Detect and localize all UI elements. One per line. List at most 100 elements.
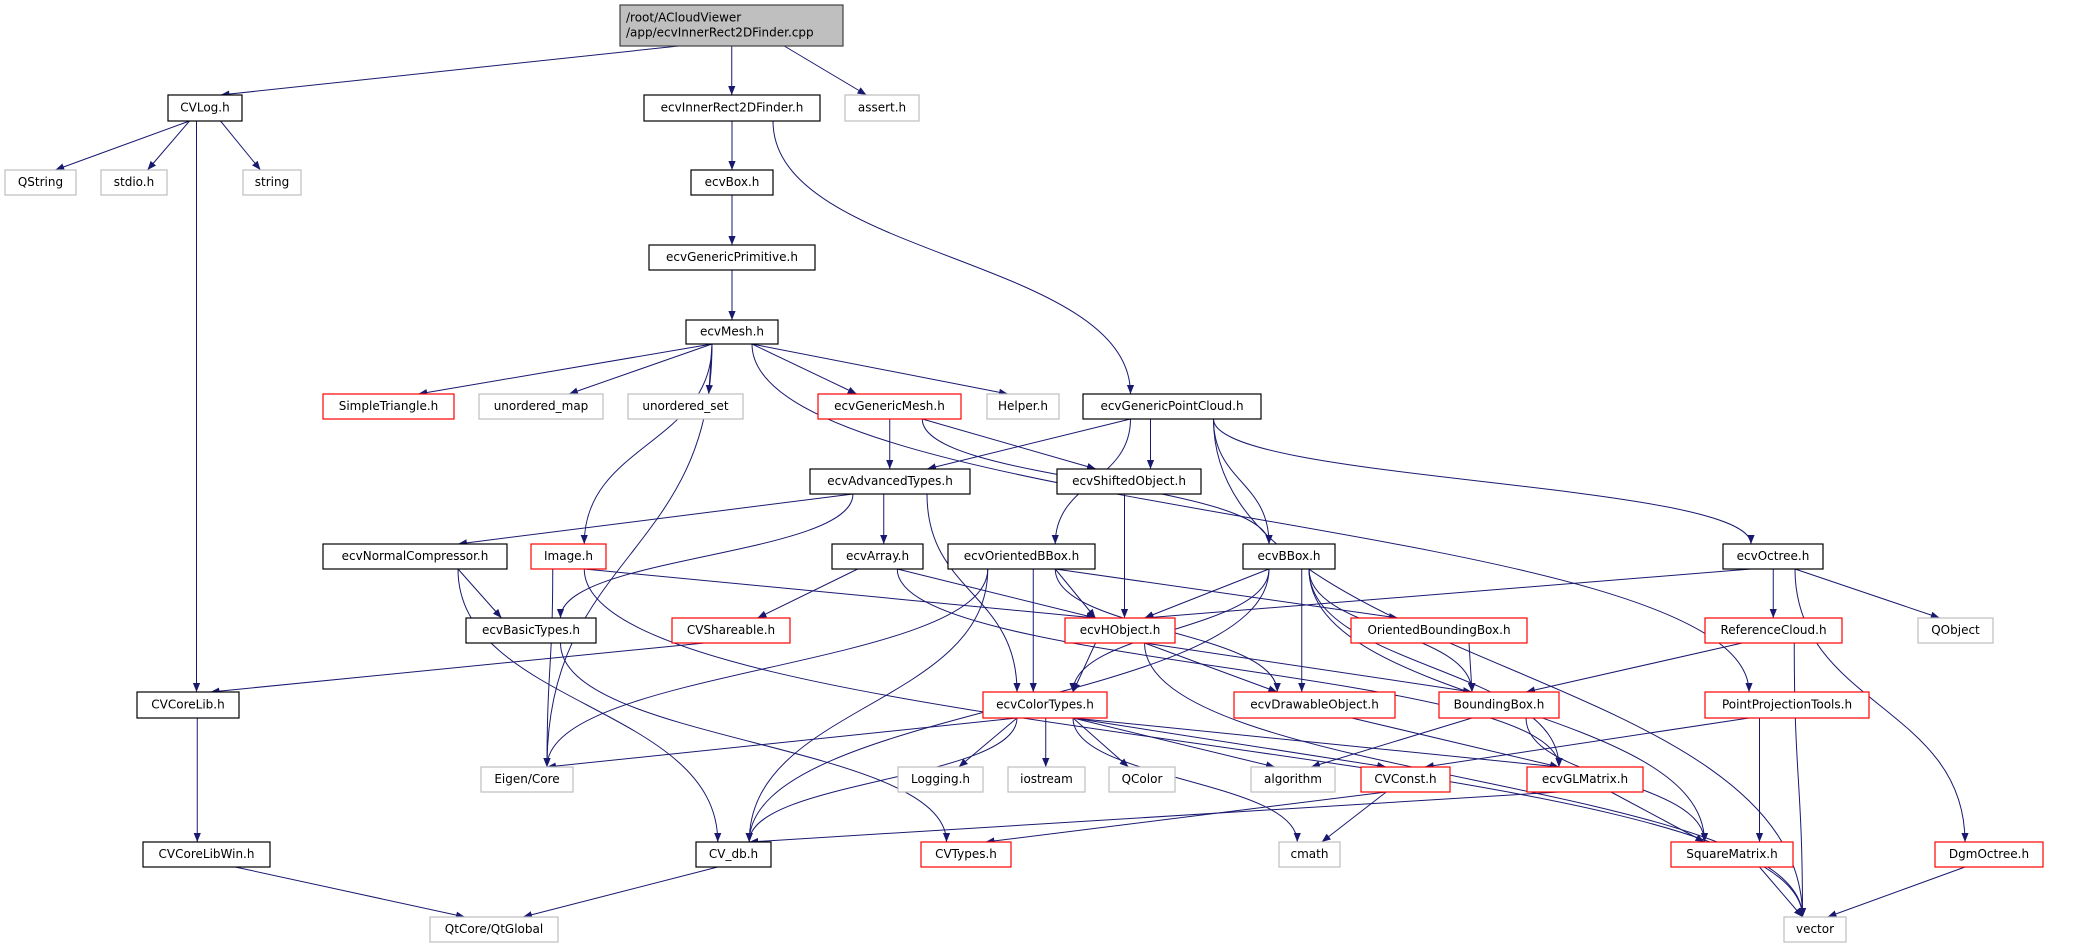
edge-ecvOrientedBBox-to-ecvHObject — [1054, 568, 1096, 619]
edge-ecvHObject-to-ecvColorTypes — [1072, 642, 1096, 693]
node-box — [831, 543, 924, 570]
edge-CVConst-to-CVTypes — [985, 791, 1387, 845]
node-label: CVTypes.h — [935, 847, 997, 861]
edge-ecvColorTypes-to-cmath — [1072, 717, 1301, 843]
node-box — [1934, 841, 2044, 868]
node-CVConst[interactable]: CVConst.h — [1360, 766, 1451, 793]
node-box — [690, 169, 774, 196]
edge-CVLog-to-string — [220, 120, 261, 171]
edge-ReferenceCloud-to-vector — [1793, 642, 1807, 918]
node-ecvInnerRect2DFinder[interactable]: ecvInnerRect2DFinder.h — [643, 94, 821, 122]
node-label: CV_db.h — [709, 847, 758, 861]
node-label: string — [255, 175, 289, 189]
node-root[interactable]: /root/ACloudViewer/app/ecvInnerRect2DFin… — [619, 4, 844, 47]
node-label: QtCore/QtGlobal — [445, 922, 543, 936]
node-label: SquareMatrix.h — [1686, 847, 1777, 861]
edge-CVCoreLibWin-to-QtGlobal — [235, 866, 466, 919]
node-label: unordered_set — [642, 399, 729, 413]
node-ecvOctree[interactable]: ecvOctree.h — [1722, 543, 1824, 570]
node-label: ecvDrawableObject.h — [1250, 698, 1379, 712]
node-box — [817, 393, 962, 420]
node-label: BoundingBox.h — [1454, 698, 1545, 712]
node-label: SimpleTriangle.h — [339, 399, 439, 413]
edge-ecvGenericMesh-to-ecvShiftedObject — [922, 418, 1097, 470]
node-Image[interactable]: Image.h — [530, 543, 607, 570]
node-label: ecvColorTypes.h — [996, 698, 1094, 712]
node-CVTypes[interactable]: CVTypes.h — [920, 841, 1012, 868]
node-box — [167, 94, 243, 122]
node-box — [322, 393, 455, 420]
edge-ecvColorTypes-to-Logging — [958, 717, 1018, 768]
edge-ecvAdvancedTypes-to-ecvColorTypes — [926, 493, 1021, 693]
edge-ecvMesh-to-EigenCore — [543, 343, 713, 768]
node-ecvAdvancedTypes[interactable]: ecvAdvancedTypes.h — [809, 468, 971, 495]
node-SquareMatrix[interactable]: SquareMatrix.h — [1670, 841, 1794, 868]
node-box — [1056, 468, 1202, 495]
node-label: ecvBBox.h — [1257, 549, 1320, 563]
node-ecvMesh[interactable]: ecvMesh.h — [685, 319, 779, 345]
node-ecvArray[interactable]: ecvArray.h — [831, 543, 924, 570]
edge-Image-to-ecvHObject — [584, 568, 1096, 621]
node-ReferenceCloud[interactable]: ReferenceCloud.h — [1704, 617, 1843, 644]
node-ecvGenericMesh[interactable]: ecvGenericMesh.h — [817, 393, 962, 420]
node-stdio: stdio.h — [100, 169, 168, 196]
node-label: CVShareable.h — [687, 623, 775, 637]
node-algorithm: algorithm — [1250, 766, 1336, 793]
node-box — [1670, 841, 1794, 868]
node-box — [643, 94, 821, 122]
node-ecvHObject[interactable]: ecvHObject.h — [1064, 617, 1176, 644]
node-box — [897, 766, 984, 793]
node-box — [671, 617, 791, 644]
node-unordered_set: unordered_set — [627, 393, 744, 420]
node-box — [844, 94, 920, 122]
node-box — [136, 691, 240, 719]
node-ecvBox[interactable]: ecvBox.h — [690, 169, 774, 196]
node-QObject: QObject — [1917, 617, 1994, 644]
node-ecvBasicTypes[interactable]: ecvBasicTypes.h — [465, 617, 597, 644]
node-PointProjectionTools[interactable]: PointProjectionTools.h — [1704, 691, 1870, 719]
edge-ecvGenericPointCloud-to-ecvOctree — [1213, 418, 1755, 545]
node-label: vector — [1796, 922, 1834, 936]
node-ecvBBox[interactable]: ecvBBox.h — [1242, 543, 1336, 570]
node-CVCoreLib[interactable]: CVCoreLib.h — [136, 691, 240, 719]
node-label: cmath — [1291, 847, 1329, 861]
node-BoundingBox[interactable]: BoundingBox.h — [1438, 691, 1560, 719]
edge-ecvColorTypes-to-CVConst — [1072, 717, 1387, 770]
node-ecvGenericPrimitive[interactable]: ecvGenericPrimitive.h — [648, 244, 816, 271]
edge-Image-to-EigenCore — [543, 568, 554, 768]
node-label: QString — [18, 175, 63, 189]
node-box — [1350, 617, 1528, 644]
node-SimpleTriangle[interactable]: SimpleTriangle.h — [322, 393, 455, 420]
edge-ecvOctree-to-QObject — [1794, 568, 1940, 619]
node-label: CVConst.h — [1374, 772, 1436, 786]
edge-ecvOrientedBBox-to-CV_db — [745, 568, 989, 843]
node-CVLog[interactable]: CVLog.h — [167, 94, 243, 122]
node-box — [1108, 766, 1176, 793]
node-label: ecvOrientedBBox.h — [964, 549, 1079, 563]
edge-PointProjectionTools-to-CVConst — [1424, 717, 1750, 770]
node-ecvNormalCompressor[interactable]: ecvNormalCompressor.h — [322, 543, 508, 570]
node-ecvShiftedObject[interactable]: ecvShiftedObject.h — [1056, 468, 1202, 495]
edge-ecvInnerRect2DFinder-to-ecvGenericPointCloud — [772, 120, 1135, 395]
node-label: Image.h — [544, 549, 593, 563]
node-ecvGLMatrix[interactable]: ecvGLMatrix.h — [1526, 766, 1644, 793]
node-CVCoreLibWin[interactable]: CVCoreLibWin.h — [142, 841, 271, 868]
edge-ecvColorTypes-to-algorithm — [1072, 717, 1276, 769]
node-label: ecvGLMatrix.h — [1542, 772, 1628, 786]
edge-root-to-CVLog — [220, 45, 679, 98]
node-ecvOrientedBBox[interactable]: ecvOrientedBBox.h — [947, 543, 1096, 570]
edge-ecvGenericPointCloud-to-ecvBBox — [1213, 418, 1273, 545]
node-CV_db[interactable]: CV_db.h — [695, 841, 772, 868]
node-ecvDrawableObject[interactable]: ecvDrawableObject.h — [1233, 691, 1396, 719]
node-DgmOctree[interactable]: DgmOctree.h — [1934, 841, 2044, 868]
node-OrientedBoundingBox[interactable]: OrientedBoundingBox.h — [1350, 617, 1528, 644]
node-label: ecvArray.h — [846, 549, 909, 563]
node-label: OrientedBoundingBox.h — [1367, 623, 1510, 637]
node-ecvColorTypes[interactable]: ecvColorTypes.h — [982, 691, 1108, 719]
node-ecvGenericPointCloud[interactable]: ecvGenericPointCloud.h — [1082, 393, 1262, 420]
node-CVShareable[interactable]: CVShareable.h — [671, 617, 791, 644]
edge-ecvDrawableObject-to-ecvGLMatrix — [1351, 717, 1560, 769]
edge-ecvBBox-to-ecvGLMatrix — [1308, 568, 1563, 768]
edge-ecvGLMatrix-to-SquareMatrix — [1610, 791, 1705, 843]
node-unordered_map: unordered_map — [478, 393, 604, 420]
